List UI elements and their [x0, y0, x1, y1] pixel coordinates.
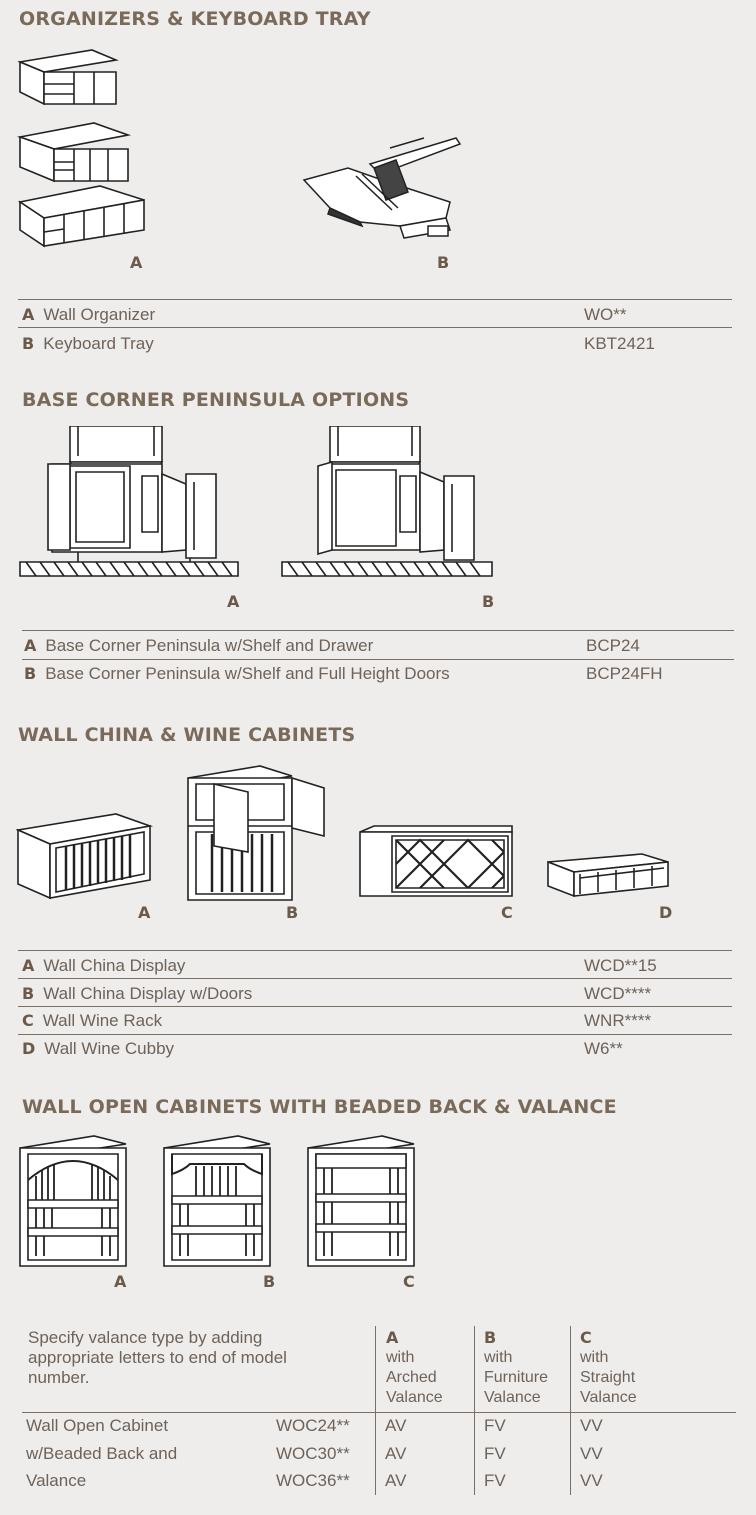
figure-label-a: A: [138, 903, 151, 922]
wall-china-display-illustration: [16, 812, 154, 904]
model-code: WOC24**: [276, 1416, 350, 1435]
section-heading-open-cabinets: WALL OPEN CABINETS WITH BEADED BACK & VA…: [22, 1096, 617, 1118]
valance-code: FV: [484, 1416, 506, 1435]
figure-label-c: C: [403, 1272, 415, 1291]
model-code: WCD****: [584, 984, 652, 1003]
figure-label-c: C: [501, 903, 513, 922]
model-code: W6**: [584, 1039, 623, 1058]
figure-label-b: B: [437, 253, 450, 272]
figure-label-a: A: [114, 1272, 127, 1291]
valance-code: FV: [484, 1471, 506, 1490]
wall-wine-rack-illustration: [358, 824, 514, 900]
cabinet-name-line: Valance: [26, 1471, 87, 1490]
wall-wine-cubby-illustration: [546, 852, 672, 900]
keyboard-tray-illustration: [300, 130, 465, 250]
open-cabinet-straight-illustration: [306, 1134, 418, 1270]
open-cabinet-arched-illustration: [18, 1134, 130, 1270]
spec-note: Specify valance type by adding appropria…: [28, 1328, 287, 1387]
valance-code: VV: [580, 1416, 603, 1435]
cabinet-name-line: Wall Open Cabinet: [26, 1416, 169, 1435]
figure-label-b: B: [286, 903, 299, 922]
wall-organizer-illustration: [16, 46, 151, 251]
column-header-straight: C with Straight Valance: [580, 1328, 637, 1406]
figure-label-a: A: [227, 592, 240, 611]
column-header-arched: A with Arched Valance: [386, 1328, 443, 1406]
figure-label-b: B: [263, 1272, 276, 1291]
peninsula-doors-illustration: [280, 426, 496, 580]
figure-label-d: D: [659, 903, 673, 922]
valance-code: AV: [385, 1444, 407, 1463]
valance-code: VV: [580, 1471, 603, 1490]
column-header-furniture: B with Furniture Valance: [484, 1328, 549, 1406]
model-code: BCP24: [586, 636, 640, 655]
valance-code: AV: [385, 1471, 407, 1490]
figure-label-b: B: [482, 592, 495, 611]
wall-china-display-doors-illustration: [186, 764, 328, 904]
valance-code: FV: [484, 1444, 506, 1463]
section-heading-peninsula: BASE CORNER PENINSULA OPTIONS: [22, 389, 410, 411]
model-code: KBT2421: [584, 334, 655, 353]
section-heading-china-wine: WALL CHINA & WINE CABINETS: [18, 724, 356, 746]
valance-code: AV: [385, 1416, 407, 1435]
valance-code: VV: [580, 1444, 603, 1463]
model-code: WCD**15: [584, 956, 657, 975]
model-code: BCP24FH: [586, 664, 663, 683]
model-code: WO**: [584, 305, 627, 324]
open-cabinet-furniture-illustration: [162, 1134, 274, 1270]
figure-label-a: A: [130, 253, 143, 272]
section-heading-organizers: ORGANIZERS & KEYBOARD TRAY: [19, 8, 371, 30]
cabinet-name-line: w/Beaded Back and: [26, 1444, 178, 1463]
model-code: WOC30**: [276, 1444, 350, 1463]
model-code: WNR****: [584, 1011, 652, 1030]
peninsula-drawer-illustration: [18, 426, 240, 580]
model-code: WOC36**: [276, 1471, 350, 1490]
